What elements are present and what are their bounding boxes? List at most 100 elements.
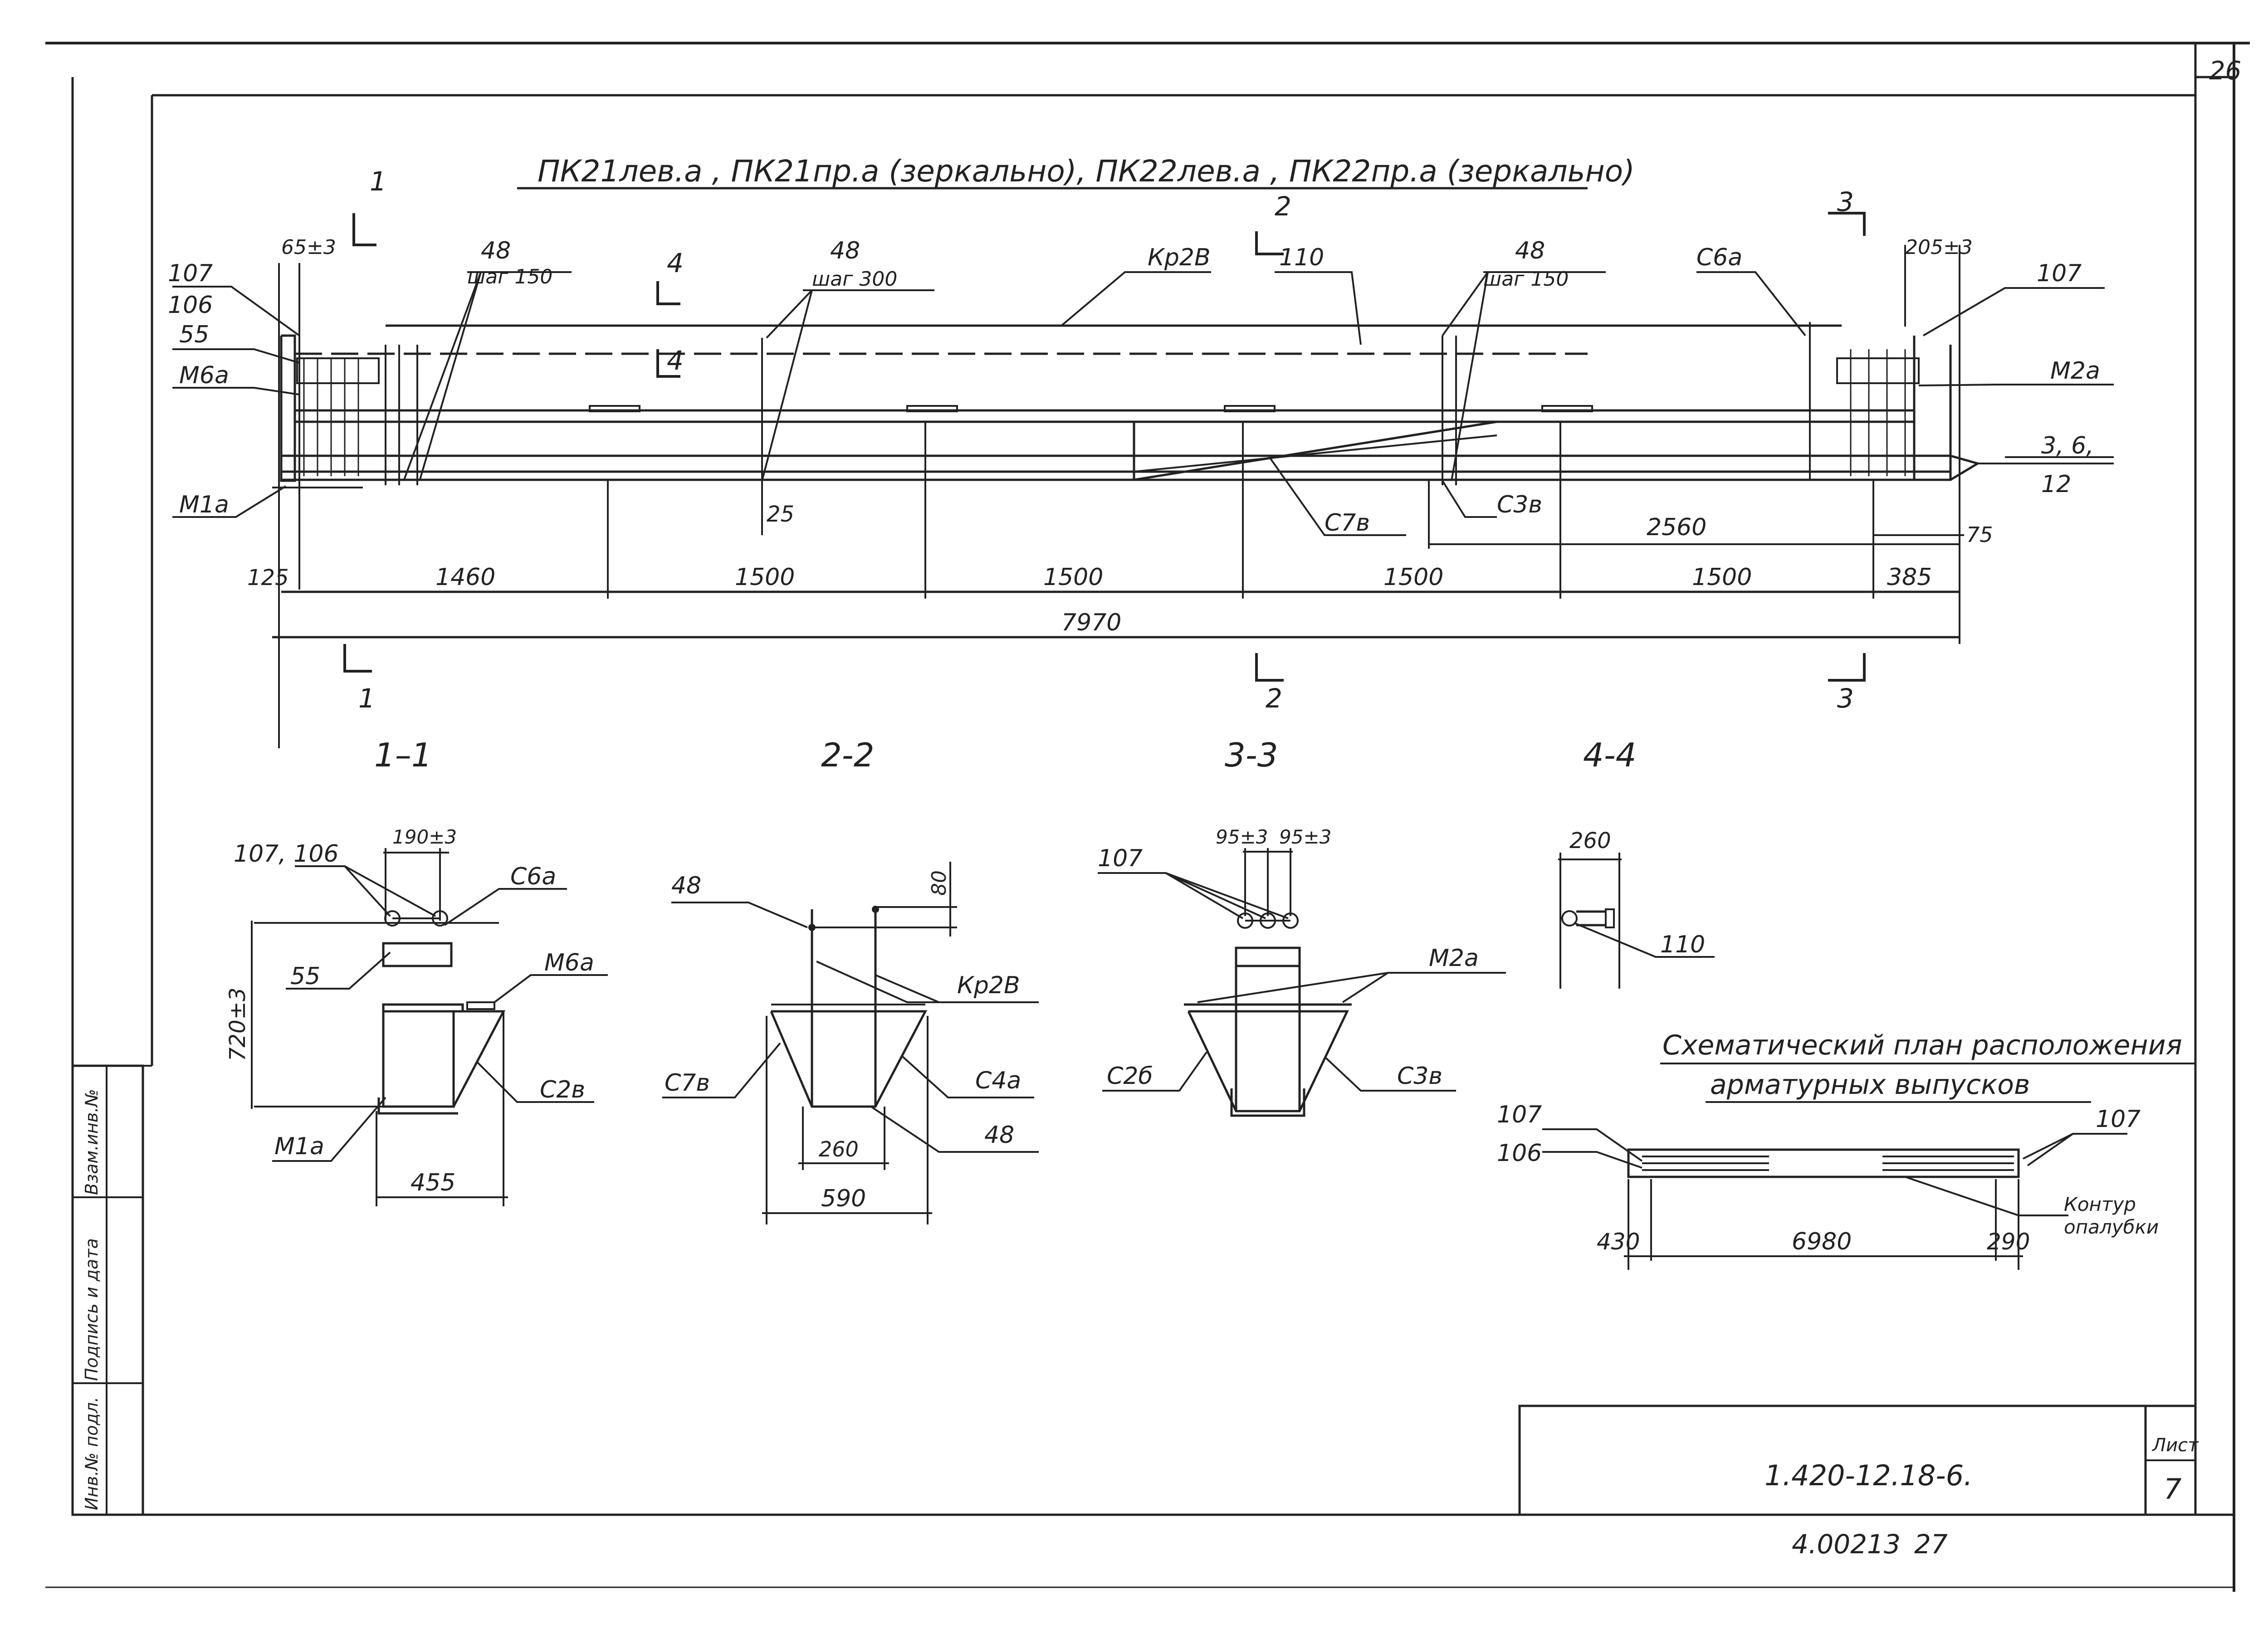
section-1-title: 1–1	[374, 736, 432, 774]
s2-label-kr2v: Кр2В	[957, 972, 1020, 999]
label-c6a-elev: С6а	[1696, 244, 1742, 271]
dim-125: 125	[247, 565, 289, 590]
cut-mark-1-top: 1	[370, 166, 386, 197]
plan-label-106: 106	[1497, 1140, 1542, 1167]
s4-label-110: 110	[1660, 931, 1705, 958]
side-stamp: Инв.№ подл. Подпись и дата Взам.инв.№	[71, 1064, 152, 1516]
step-300: шаг 300	[812, 268, 897, 291]
s1-label-c6a: С6а	[510, 863, 556, 890]
dim-1500-a: 1500	[735, 564, 795, 591]
label-m6a: М6а	[179, 362, 229, 389]
label-55-left: 55	[179, 321, 209, 348]
label-110: 110	[1279, 244, 1324, 271]
plan-dim-430: 430	[1597, 1229, 1640, 1255]
stamp-inv-label: Инв.№ подл.	[82, 1397, 102, 1510]
section-3-3	[1098, 848, 1506, 1117]
cut-mark-2-bottom: 2	[1266, 683, 1282, 714]
label-kr2v: Кр2В	[1148, 244, 1211, 271]
plan-label-107-left: 107	[1497, 1101, 1542, 1128]
label-25: 25	[767, 502, 794, 527]
corner-number: 26	[2209, 56, 2241, 86]
s2-dim-590: 590	[821, 1185, 866, 1212]
s1-dim-720: 720±3	[225, 988, 250, 1061]
s1-label-m6a: М6а	[544, 949, 594, 976]
label-c3v-elev: С3в	[1497, 491, 1542, 518]
label-48-a: 48	[481, 237, 511, 264]
archive-suffix: 27	[1914, 1529, 1948, 1560]
section-3-title: 3-3	[1225, 736, 1278, 774]
s2-label-c7v: С7в	[665, 1069, 710, 1097]
schematic-plan	[1542, 1063, 2195, 1270]
section-1-1	[251, 848, 608, 1206]
s1-label-m1a: М1а	[274, 1133, 324, 1160]
s1-dim-190: 190±3	[392, 826, 457, 848]
label-106-left: 106	[168, 292, 213, 319]
plan-title-line2: арматурных выпусков	[1710, 1069, 2030, 1101]
section-4-4	[1558, 853, 1715, 989]
s1-label-c2v: С2в	[540, 1076, 585, 1103]
plan-label-107-right: 107	[2096, 1106, 2141, 1133]
s3-tol-a: 95±3	[1216, 826, 1268, 848]
plan-kontur-2: опалубки	[2064, 1216, 2159, 1238]
stamp-code: 1.420-12.18-6.	[1765, 1459, 1973, 1492]
label-48-c: 48	[1515, 237, 1545, 264]
plan-kontur-1: Контур	[2064, 1193, 2136, 1215]
step-150-a: шаг 150	[467, 265, 552, 288]
s1-label-55: 55	[290, 963, 320, 990]
s2-label-48-bot: 48	[984, 1122, 1014, 1149]
plan-title-line1: Схематический план расположения	[1662, 1029, 2182, 1061]
cut-mark-2-top: 2	[1275, 191, 1291, 222]
sheet-number: 7	[2164, 1473, 2181, 1506]
dim-1500-b: 1500	[1043, 564, 1103, 591]
label-c7v-elev: С7в	[1325, 509, 1370, 537]
label-107-left: 107	[168, 260, 213, 287]
step-150-b: шаг 150	[1483, 268, 1569, 291]
plan-dim-290: 290	[1987, 1229, 2030, 1255]
cut-mark-3-top: 3	[1837, 186, 1854, 217]
cut-mark-4-bottom: 4	[667, 345, 684, 376]
label-12: 12	[2041, 471, 2071, 498]
s3-label-m2a: М2а	[1429, 945, 1479, 972]
label-48-b: 48	[830, 237, 860, 264]
s2-label-48-top: 48	[671, 872, 701, 899]
dim-1500-c: 1500	[1383, 564, 1443, 591]
s3-label-c2b: С2б	[1107, 1063, 1153, 1090]
section-2-title: 2-2	[821, 736, 875, 774]
s2-label-c4a: С4а	[975, 1067, 1021, 1094]
sheet-label: Лист	[2151, 1435, 2199, 1456]
title-block: 1.420-12.18-6. Лист 7	[1518, 1405, 2199, 1516]
plan-dim-6980: 6980	[1792, 1228, 1852, 1255]
s3-label-c3v: С3в	[1397, 1063, 1442, 1090]
main-title: ПК21лев.а , ПК21пр.а (зеркально), ПК22ле…	[538, 154, 1635, 189]
s2-dim-80: 80	[928, 870, 951, 896]
s3-tol-b: 95±3	[1279, 826, 1331, 848]
cut-mark-1-bottom: 1	[358, 683, 375, 714]
s1-dim-455: 455	[411, 1169, 455, 1196]
tol-205: 205±3	[1905, 236, 1973, 259]
dim-7970: 7970	[1061, 609, 1121, 636]
label-107-right: 107	[2037, 260, 2082, 287]
dim-2560: 2560	[1647, 514, 1706, 541]
stamp-sign-label: Подпись и дата	[82, 1238, 102, 1381]
section-4-title: 4-4	[1583, 736, 1637, 774]
section-2-2	[662, 862, 1039, 1224]
s2-dim-260: 260	[819, 1137, 859, 1161]
beam-elevation	[172, 212, 2114, 748]
dim-1500-d: 1500	[1692, 564, 1752, 591]
tol-65: 65±3	[281, 236, 336, 259]
label-m2a: М2а	[2050, 357, 2100, 385]
stamp-replace-label: Взам.инв.№	[82, 1089, 102, 1195]
dim-75: 75	[1966, 522, 1993, 547]
s4-dim-260: 260	[1569, 828, 1611, 854]
dim-385: 385	[1887, 564, 1932, 591]
label-3-6: 3, 6,	[2041, 432, 2094, 459]
cut-mark-4-top: 4	[667, 248, 684, 278]
label-m1a: М1а	[179, 491, 229, 518]
s3-label-107: 107	[1098, 845, 1143, 872]
cut-mark-3-bottom: 3	[1837, 683, 1854, 714]
sheet-frame	[45, 42, 2250, 1592]
archive-number: 4.00213	[1792, 1529, 1901, 1560]
dim-1460: 1460	[435, 564, 495, 591]
s1-label-107-106: 107, 106	[234, 840, 339, 868]
